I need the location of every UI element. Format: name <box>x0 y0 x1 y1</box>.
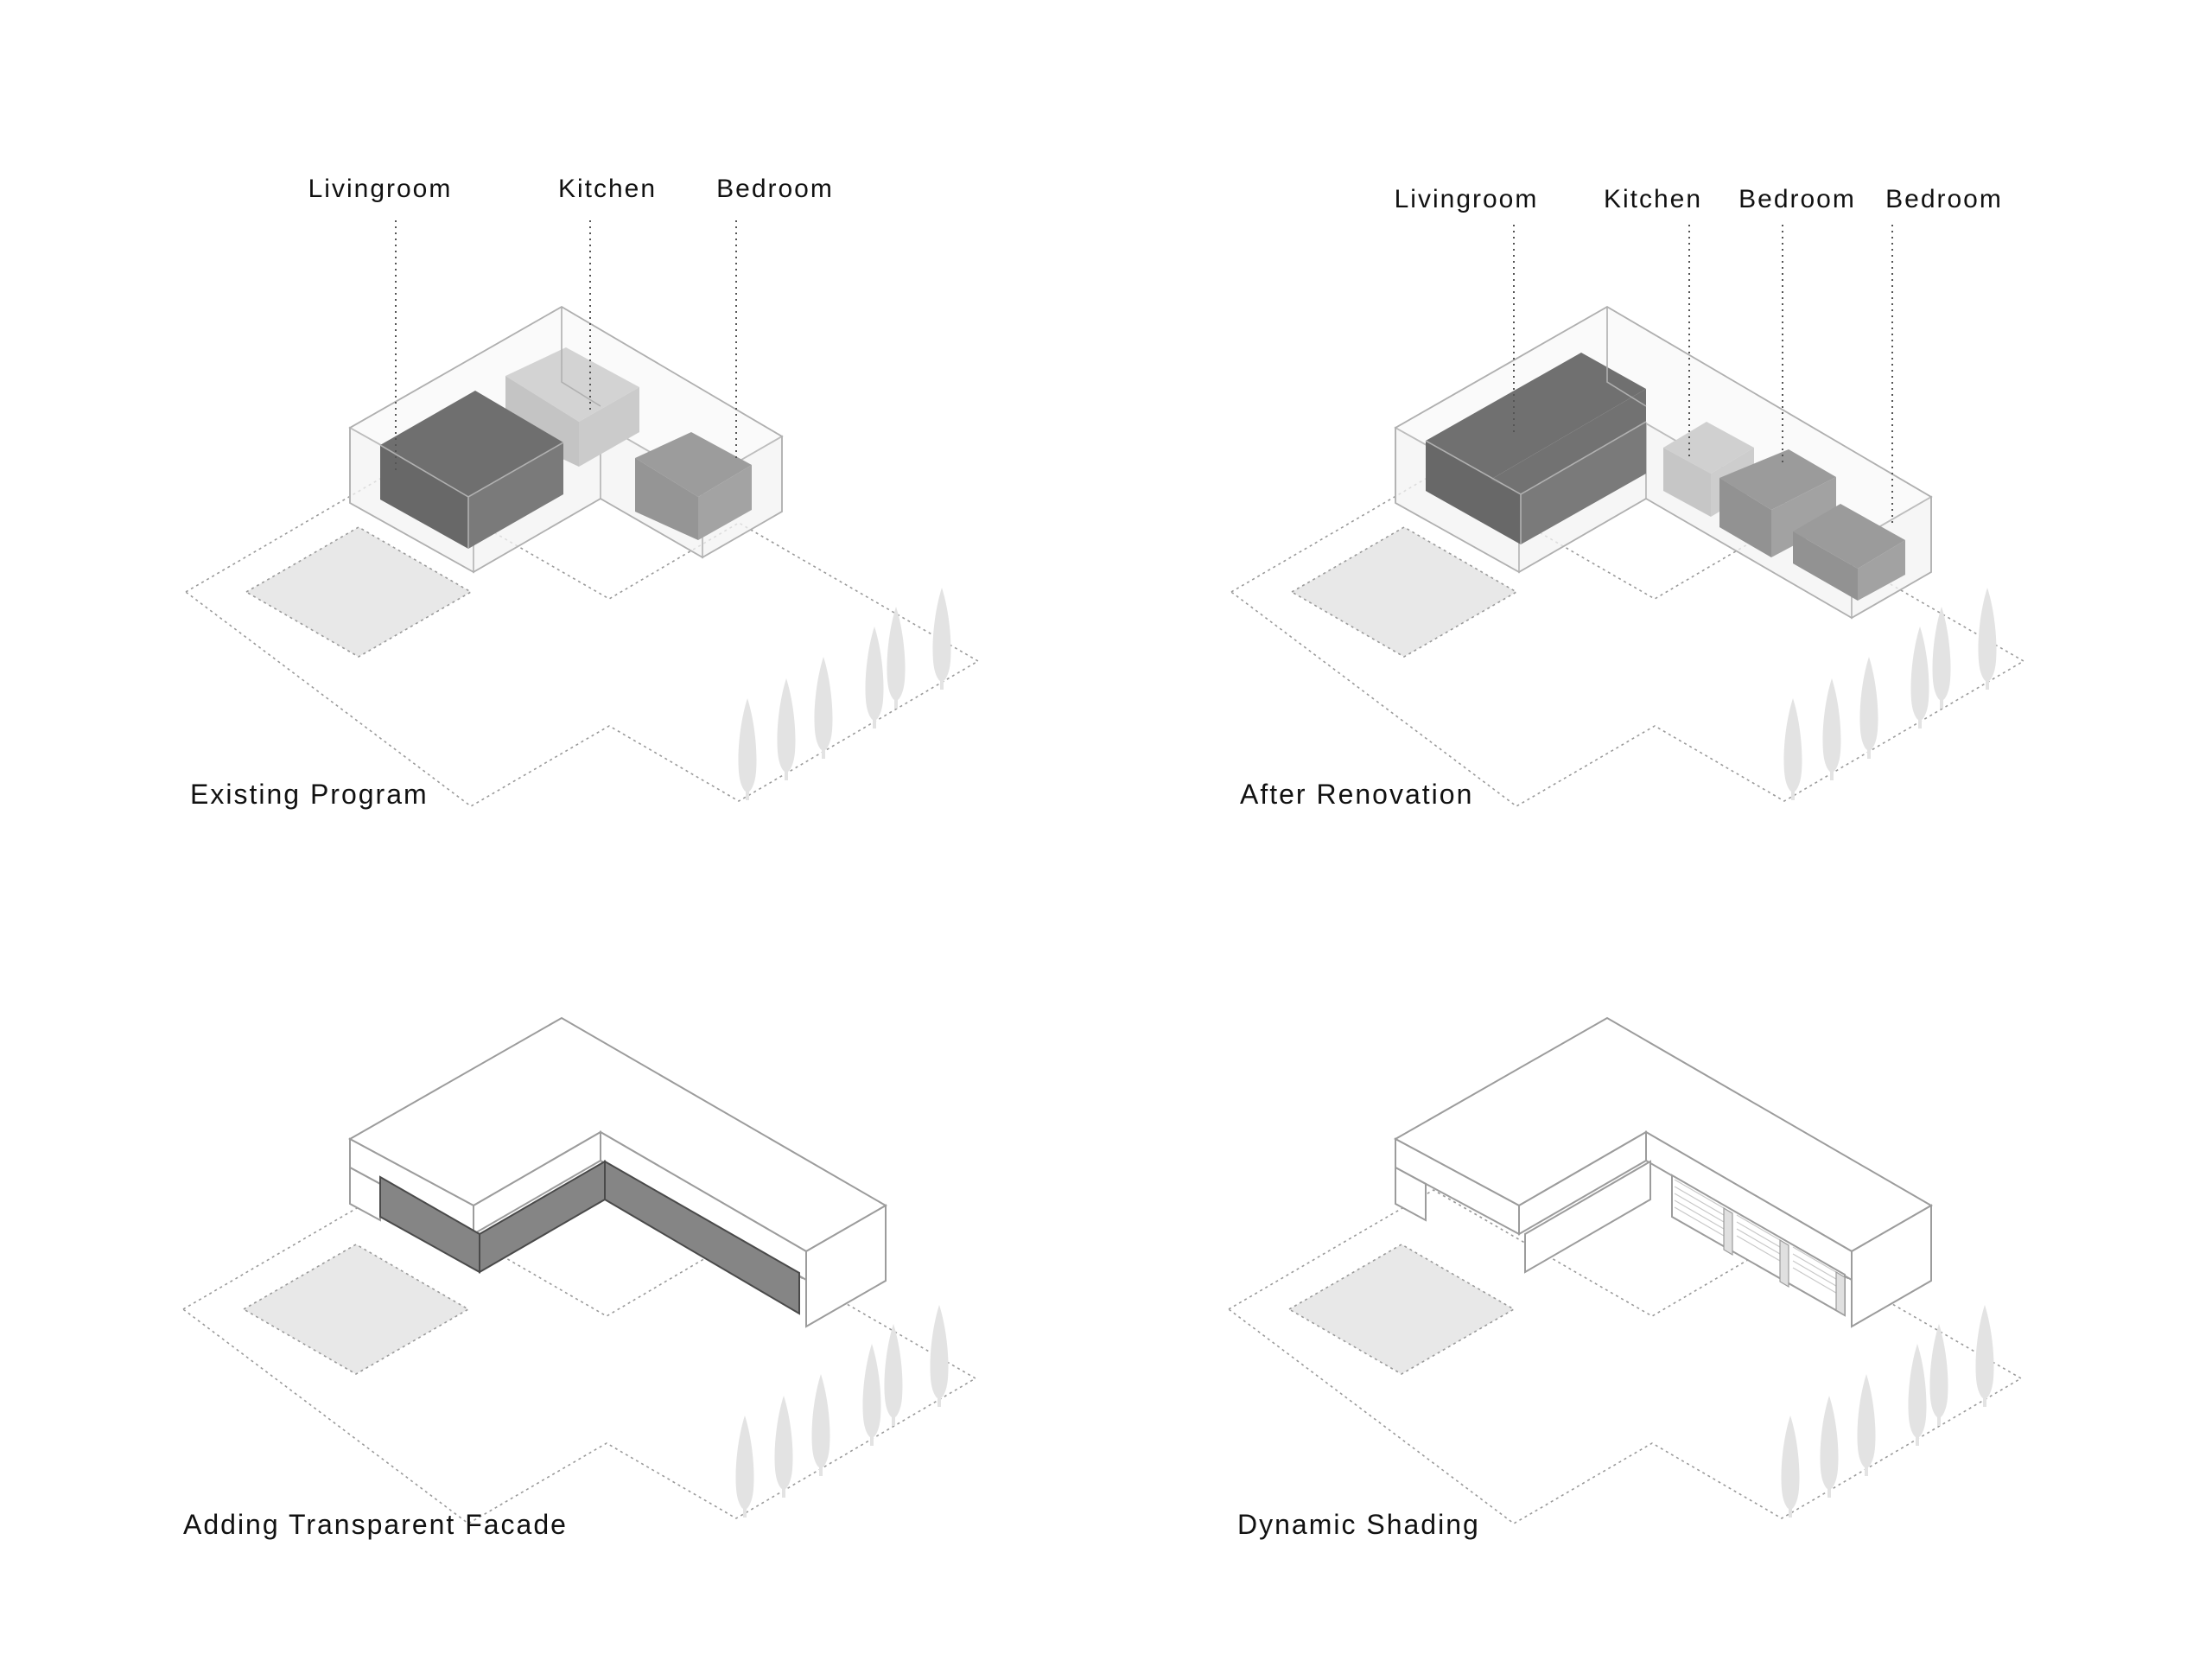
glass-facade <box>379 1160 800 1315</box>
room-label-bedroom-1: Bedroom <box>1738 185 1856 213</box>
panel-dynamic-shading: Dynamic Shading <box>1229 1016 2021 1540</box>
end-wall-left <box>349 1166 381 1222</box>
house-shell-outline <box>349 306 783 573</box>
bedroom-block <box>635 432 752 540</box>
end-wall-left <box>1395 1166 1427 1222</box>
livingroom-block <box>379 391 564 549</box>
panel-existing-program: Livingroom Kitchen Bedroom Existing Prog… <box>186 175 978 810</box>
room-label-kitchen: Kitchen <box>1604 185 1702 213</box>
bedroom-block-2 <box>1793 504 1905 601</box>
panel-caption: Dynamic Shading <box>1237 1509 1480 1540</box>
house-shell-outline <box>1395 306 1932 619</box>
shading-louvers <box>1671 1174 1846 1317</box>
room-label-livingroom: Livingroom <box>308 175 453 203</box>
roof-slab <box>1393 1016 1933 1253</box>
end-wall-right <box>1851 1204 1932 1328</box>
site-ground <box>186 473 978 806</box>
room-label-bedroom-2: Bedroom <box>1885 185 2003 213</box>
facade-white-front <box>1524 1160 1651 1274</box>
panel-after-renovation: Livingroom Kitchen Bedroom Bedroom After… <box>1231 185 2024 810</box>
room-label-livingroom: Livingroom <box>1395 185 1539 213</box>
panel-caption: Adding Transparent Facade <box>183 1509 568 1540</box>
room-label-kitchen: Kitchen <box>558 175 657 203</box>
room-label-bedroom: Bedroom <box>716 175 834 203</box>
panel-adding-transparent-facade: Adding Transparent Facade <box>183 1016 976 1540</box>
livingroom-block <box>1425 353 1647 544</box>
panel-caption: After Renovation <box>1240 779 1473 810</box>
end-wall-right <box>805 1204 887 1328</box>
bedroom-block-1 <box>1719 449 1836 557</box>
panel-caption: Existing Program <box>190 779 429 810</box>
